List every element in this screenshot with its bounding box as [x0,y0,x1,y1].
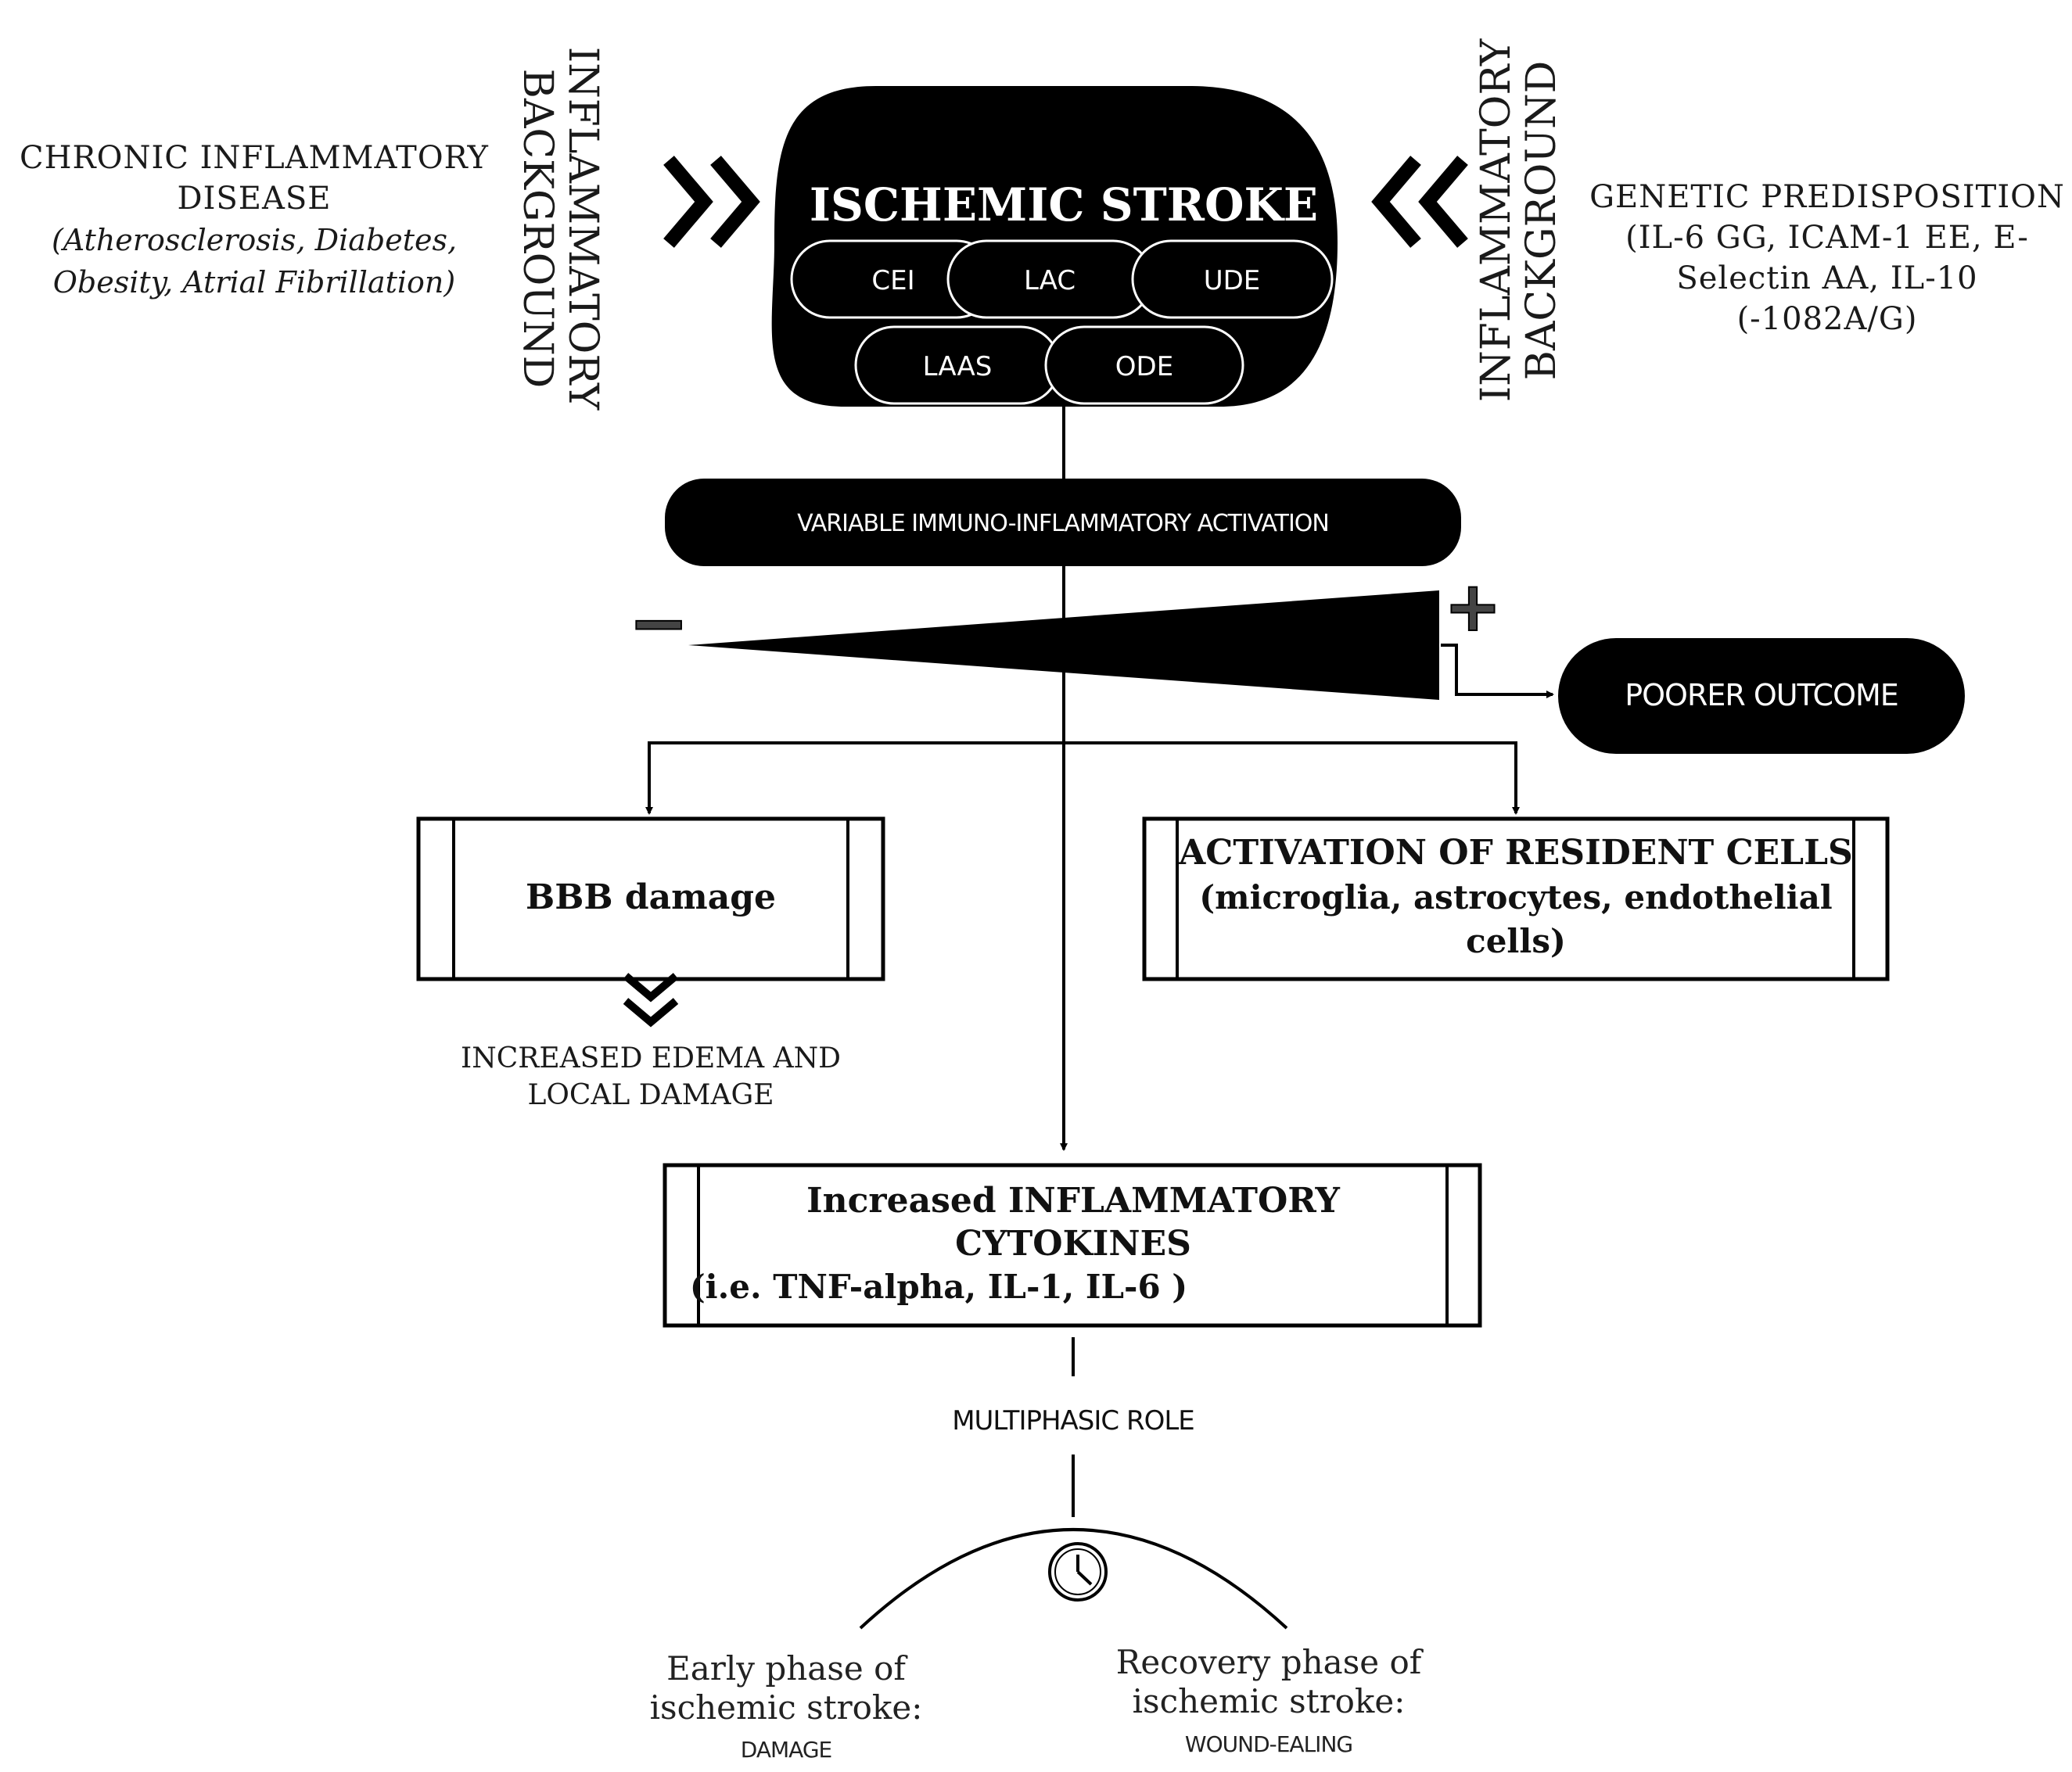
right-chevron-icon [1371,156,1468,248]
bbb-label: BBB damage [526,877,776,917]
left-vertical-label-line2: BACKGROUND [514,69,561,389]
subtype-ode: ODE [1115,351,1173,382]
pill-ode [1044,325,1244,405]
chronic-title-line2: DISEASE [177,181,332,217]
cytokines-line1: Increased INFLAMMATORY [806,1181,1340,1221]
bbb-result-line1: INCREASED EDEMA AND [461,1042,841,1074]
recovery-line1: Recovery phase of [1116,1643,1424,1681]
chronic-italic-line2: Obesity, Atrial Fibrillation) [52,265,456,300]
activation-label: VARIABLE IMMUNO-INFLAMMATORY ACTIVATION [797,510,1329,537]
genetic-line3: Selectin AA, IL-10 (-1082A/G) [1676,260,1978,337]
gradient-plus: + [1444,566,1502,647]
left-chevron-icon [663,156,760,248]
subtype-cei: CEI [871,265,914,296]
branch-line [648,741,1517,809]
right-vertical-label-line1: INFLAMMATORY [1473,38,1520,402]
early-line3: DAMAGE [741,1737,831,1763]
clock-icon [1048,1542,1108,1602]
pill-ude [1131,239,1334,319]
subtype-pills [790,239,1334,405]
outcome-connector [1441,644,1554,698]
gradient-wedge [688,590,1439,700]
down-chevron-icon [623,973,679,1028]
multiphasic-label: MULTIPHASIC ROLE [952,1405,1194,1437]
subtype-lac: LAC [1024,265,1076,296]
subtype-ude: UDE [1204,265,1261,296]
resident-box [1142,816,1890,981]
phase-arc [859,1528,1288,1630]
bbb-result-line2: LOCAL DAMAGE [527,1079,774,1111]
cytokines-box [663,1163,1482,1328]
activation-bar [665,479,1461,566]
resident-line3: cells) [1466,922,1566,960]
right-vertical-label: INFLAMMATORY BACKGROUND [1473,38,1565,402]
recovery-line2: ischemic stroke: [1133,1682,1406,1720]
poorer-outcome-label: POORER OUTCOME [1625,678,1898,712]
resident-line1: ACTIVATION OF RESIDENT CELLS [1178,833,1853,873]
gradient-minus: − [628,581,688,665]
subtype-laas: LAAS [923,351,993,382]
chronic-disease-block: CHRONIC INFLAMMATORY DISEASE (Atheroscle… [8,138,501,303]
ischemic-stroke-title: ISCHEMIC STROKE [810,178,1318,231]
chronic-title-line1: CHRONIC INFLAMMATORY [20,140,489,176]
early-line1: Early phase of [666,1649,908,1688]
resident-line2: (microglia, astrocytes, endothelial [1199,878,1832,916]
early-line2: ischemic stroke: [650,1688,923,1727]
poorer-outcome-pill [1558,638,1965,754]
genetic-line1: GENETIC PREDISPOSITION [1589,179,2065,215]
cytokines-line3: (i.e. TNF-alpha, IL-1, IL-6 ) [690,1268,1187,1306]
genetic-line2: (IL-6 GG, ICAM-1 EE, E- [1625,220,2029,256]
genetic-predisposition-block: GENETIC PREDISPOSITION (IL-6 GG, ICAM-1 … [1588,177,2067,339]
left-vertical-label: INFLAMMATORY BACKGROUND [514,47,606,411]
cytokines-line2: CYTOKINES [955,1224,1191,1264]
chronic-italic-line1: (Atherosclerosis, Diabetes, [51,223,458,257]
left-vertical-label-line1: INFLAMMATORY [559,47,606,411]
right-vertical-label-line2: BACKGROUND [1518,61,1565,381]
bbb-box [416,816,885,981]
recovery-line3: WOUND-EALING [1185,1731,1352,1757]
